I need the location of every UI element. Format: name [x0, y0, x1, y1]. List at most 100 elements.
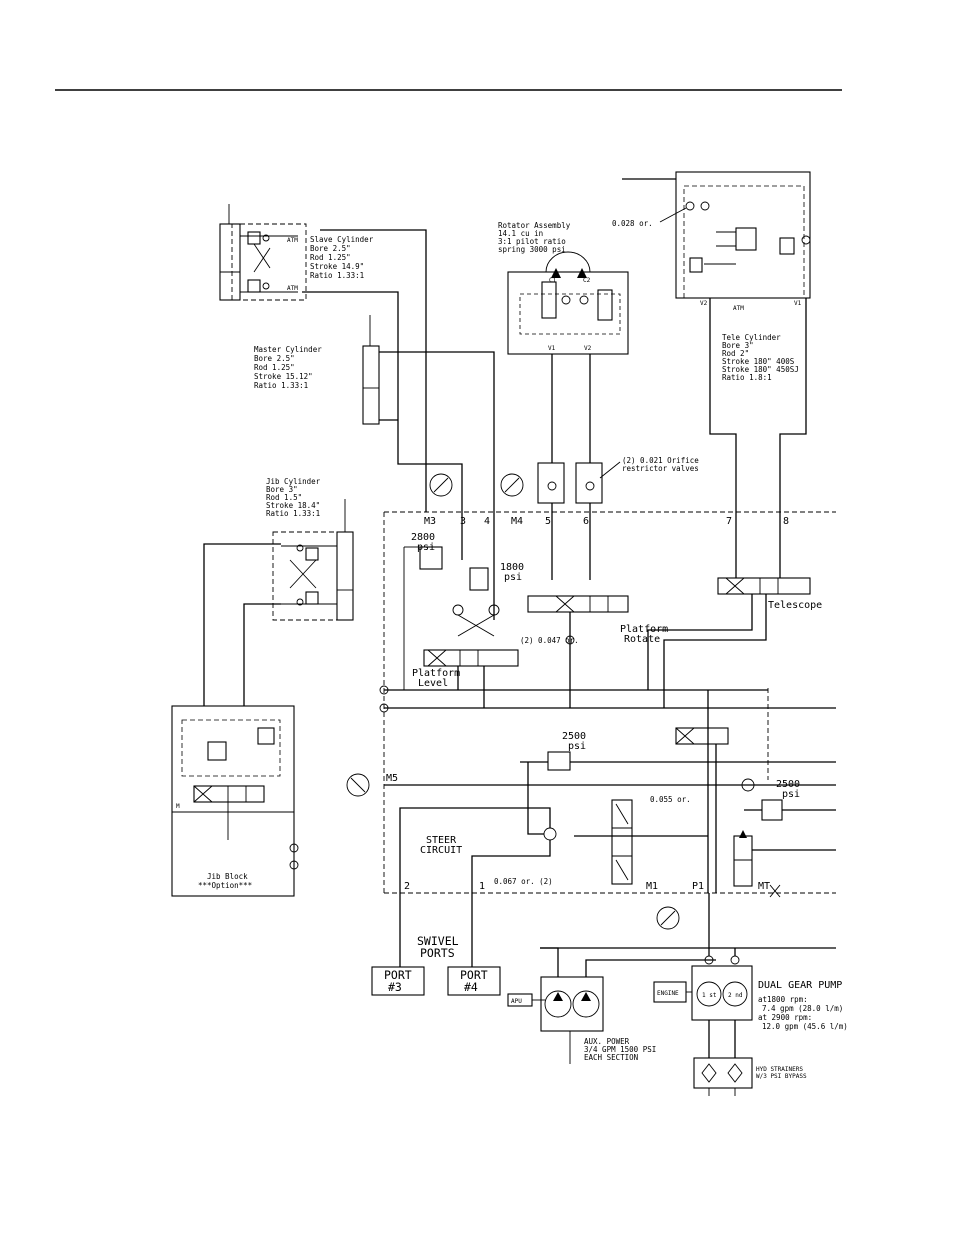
slave-spec-line: Stroke 14.9": [310, 262, 364, 271]
relief-2500-b-value: 2500: [776, 779, 800, 790]
mt-valve: [733, 830, 781, 898]
engine-label: ENGINE: [657, 990, 679, 997]
pump-1st-label: 1 st: [702, 992, 717, 999]
orifice-047-label: (2) 0.047 or.: [520, 636, 579, 645]
main-flow-lines: [379, 685, 836, 949]
steer-valve: 0.055 or. 0.067 or. (2) STEER CIRCUIT: [399, 762, 708, 893]
steer-label: STEER: [426, 835, 457, 846]
rotator-spec-line: 14.1 cu in: [498, 229, 543, 238]
slave-atm-bottom: ATM: [287, 285, 298, 292]
platform-level-label: Platform: [412, 668, 460, 679]
jib-spec-line: Stroke 18.4": [266, 501, 320, 510]
port-4-number: #4: [464, 980, 478, 994]
apu-label: APU: [511, 998, 522, 1005]
jib-spec-line: Ratio 1.33:1: [266, 509, 320, 518]
pump-2nd-label: 2 nd: [728, 992, 743, 999]
platform-rotate-label: Rotate: [624, 634, 660, 645]
port-p1: P1: [692, 881, 704, 892]
aux-directional-valve: [675, 690, 729, 893]
rotator-spec-line: spring 3000 psi: [498, 245, 566, 254]
rotator-c1: C1: [549, 277, 557, 284]
jib-m-port: M: [176, 803, 180, 810]
tele-spec-line: Tele Cylinder: [722, 333, 781, 342]
master-spec-line: Stroke 15.12": [254, 372, 313, 381]
relief-2800-value: 2800: [411, 532, 435, 543]
slave-atm-top: ATM: [287, 237, 298, 244]
pump-spec-line: 7.4 gpm (28.0 l/m): [762, 1004, 843, 1013]
master-spec-line: Master Cylinder: [254, 345, 322, 354]
slave-spec-line: Bore 2.5": [310, 244, 351, 253]
jib-cylinder-spec: Jib Cylinder Bore 3" Rod 1.5" Stroke 18.…: [266, 477, 321, 518]
jib-spec-line: Rod 1.5": [266, 493, 302, 502]
pump-spec-line: at 2900 rpm:: [758, 1013, 812, 1022]
port-8: 8: [783, 516, 789, 527]
tele-orifice-label: 0.028 or.: [612, 219, 653, 228]
master-spec-line: Rod 1.25": [254, 363, 295, 372]
jib-block-option: ***Option***: [198, 881, 252, 890]
gauge-m3-icon: [429, 473, 453, 497]
pump-spec-line: 12.0 gpm (45.6 l/m): [762, 1022, 848, 1031]
gauge-m4-icon: [500, 473, 524, 497]
master-cylinder-spec: Master Cylinder Bore 2.5" Rod 1.25" Stro…: [254, 345, 322, 390]
rotator-v1: V1: [548, 345, 556, 352]
port-mt: MT: [758, 881, 770, 892]
dual-pump-label: DUAL GEAR PUMP: [758, 980, 842, 991]
port-1: 1: [479, 881, 485, 892]
port-labels: M3 3 4 M4 5 6 7 8 M5 2 1 M1 P1 MT: [386, 516, 789, 892]
port-m1: M1: [646, 881, 658, 892]
rotator-c2: C2: [583, 277, 591, 284]
platform-level-label: Level: [418, 678, 448, 689]
port-4: 4: [484, 516, 490, 527]
relief-2500-a-value: 2500: [562, 731, 586, 742]
relief-2500-b-unit: psi: [782, 789, 800, 800]
pressure-gauges: [346, 473, 680, 930]
port-4-label: PORT: [460, 968, 488, 982]
strainers-label: W/3 PSI BYPASS: [756, 1073, 807, 1080]
relief-1800-value: 1800: [500, 562, 524, 573]
tele-spec-line: Bore 3": [722, 341, 754, 350]
slave-spec-line: Rod 1.25": [310, 253, 351, 262]
swivel-label: SWIVEL: [417, 934, 459, 948]
pump-spec-line: at1800 rpm:: [758, 995, 808, 1004]
hose-lines: [203, 229, 807, 706]
rotator-spec: Rotator Assembly 14.1 cu in 3:1 pilot ra…: [498, 221, 571, 254]
tele-spec-line: Stroke 180" 450SJ: [722, 365, 799, 374]
port-6: 6: [583, 516, 589, 527]
jib-block: M Jib Block ***Option***: [171, 705, 299, 897]
aux-power-unit: APU AUX. POWER 3/4 GPM 1500 PSI EACH SEC…: [507, 947, 716, 1064]
relief-2800-unit: psi: [417, 542, 435, 553]
slave-cylinder-barrel: [219, 223, 241, 301]
port-m4: M4: [511, 516, 523, 527]
port-4-box: [447, 966, 501, 996]
slave-cylinder-spec: Slave Cylinder Bore 2.5" Rod 1.25" Strok…: [310, 235, 374, 280]
telescope-label: Telescope: [768, 600, 822, 611]
platform-rotate-label: Platform: [620, 624, 668, 635]
rotator-assembly: C1 C2 V1 V2: [507, 251, 629, 355]
jib-spec-line: Jib Cylinder: [266, 477, 321, 486]
relief-2500-a: 2500 psi: [547, 731, 586, 771]
restrictor-note: (2) 0.021 Orifice: [622, 456, 699, 465]
master-cylinder: [362, 315, 380, 425]
restrictor-valves: (2) 0.021 Orifice restrictor valves: [537, 456, 699, 504]
port-3-number: #3: [388, 980, 402, 994]
aux-power-label: EACH SECTION: [584, 1053, 638, 1062]
platform-rotate-section: Platform Rotate: [527, 595, 668, 708]
port-2: 2: [404, 881, 410, 892]
slave-spec-line: Ratio 1.33:1: [310, 271, 364, 280]
port-5: 5: [545, 516, 551, 527]
jib-block-label: Jib Block: [207, 872, 248, 881]
hydraulic-strainers: HYD STRAINERS W/3 PSI BYPASS: [693, 1057, 807, 1096]
jib-cylinder-block: [272, 499, 354, 621]
tele-spec-line: Stroke 180" 400S: [722, 357, 795, 366]
gauge-m1-icon: [656, 906, 680, 930]
platform-valve-frame: [383, 511, 836, 894]
rotator-v2: V2: [584, 345, 592, 352]
relief-2500-a-unit: psi: [568, 741, 586, 752]
tele-v2: V2: [700, 300, 708, 307]
rotator-spec-line: 3:1 pilot ratio: [498, 237, 566, 246]
port-7: 7: [726, 516, 732, 527]
master-spec-line: Ratio 1.33:1: [254, 381, 308, 390]
aux-power-label: AUX. POWER: [584, 1037, 630, 1046]
port-3-label: PORT: [384, 968, 412, 982]
